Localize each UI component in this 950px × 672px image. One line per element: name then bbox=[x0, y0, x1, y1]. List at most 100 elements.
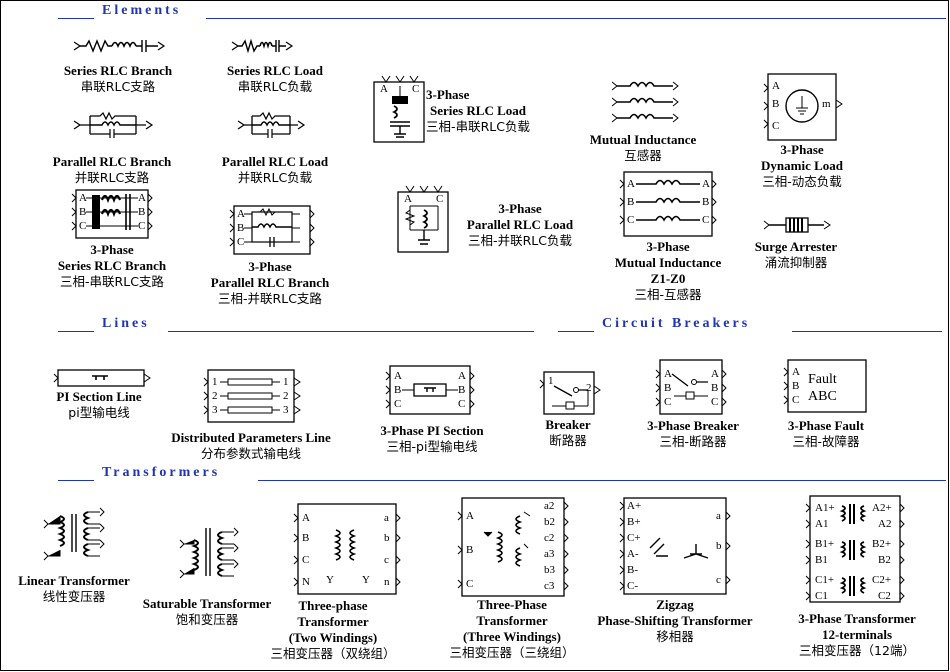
three-phase-mutual-inductance-block[interactable]: A B C A B C bbox=[619, 171, 717, 237]
three-phase-breaker-block[interactable]: A B C A B C bbox=[655, 359, 727, 415]
section-rule bbox=[168, 331, 534, 332]
port-b-label: B bbox=[394, 384, 402, 396]
port-a-label: A bbox=[79, 192, 87, 204]
port-m-label: m bbox=[822, 98, 831, 110]
port-b-label: B bbox=[664, 382, 672, 394]
linear-transformer-block[interactable] bbox=[42, 506, 108, 562]
breaker-block[interactable]: 1 2 bbox=[539, 371, 601, 415]
section-circuit-breakers: Circuit Breakers bbox=[602, 316, 751, 331]
port-b-label: B bbox=[458, 384, 466, 396]
port-b-minus-label: B- bbox=[627, 564, 638, 576]
port-b-label: B bbox=[711, 382, 719, 394]
three-phase-parallel-load-icon bbox=[397, 185, 449, 253]
parallel-rlc-branch-block[interactable] bbox=[73, 111, 154, 138]
port-c-label: C bbox=[466, 578, 474, 590]
three-phase-pi-section-block[interactable]: A B C A B C bbox=[385, 365, 475, 415]
port-c2-label: c2 bbox=[544, 532, 555, 544]
zigzag-transformer-block[interactable]: A+ B+ C+ A- B- C- a b c bbox=[619, 497, 731, 595]
y-connection-label: Y bbox=[362, 574, 370, 586]
port-a1-label: A1 bbox=[815, 518, 829, 530]
port-c2-plus-label: C2+ bbox=[872, 574, 892, 586]
three-phase-mutual-icon bbox=[619, 171, 717, 237]
port-a1-plus-label: A1+ bbox=[815, 502, 835, 514]
fault-icon-text: ABC bbox=[808, 389, 837, 404]
three-phase-fault-icon bbox=[783, 359, 867, 413]
port-a-label: a bbox=[716, 510, 721, 522]
port-c-label: c bbox=[384, 554, 389, 566]
port-c-label: C bbox=[138, 220, 146, 232]
distributed-parameters-line-block[interactable]: 1 2 3 1 2 3 bbox=[203, 369, 301, 423]
breaker-icon bbox=[539, 371, 601, 415]
section-rule bbox=[206, 18, 946, 19]
three-phase-parallel-rlc-branch-block[interactable]: A B C bbox=[229, 205, 315, 255]
three-phase-parallel-rlc-icon bbox=[229, 205, 315, 255]
port-n-label: N bbox=[302, 576, 310, 588]
series-rlc-branch-block[interactable] bbox=[73, 38, 166, 54]
port-a-label: a bbox=[384, 512, 389, 524]
port-c-label: C bbox=[394, 398, 402, 410]
port-c-label: C bbox=[702, 214, 710, 226]
parallel-rlc-icon bbox=[73, 111, 154, 138]
three-phase-series-load-icon bbox=[373, 75, 425, 143]
port-b-plus-label: B+ bbox=[627, 516, 641, 528]
dynamic-load-icon bbox=[763, 73, 843, 141]
port-a-label: A bbox=[394, 370, 402, 382]
port-c-label: c bbox=[716, 574, 721, 586]
three-phase-fault-block[interactable]: A B C Fault ABC bbox=[783, 359, 868, 413]
port-1-label: 1 bbox=[283, 376, 289, 388]
pi-section-line-block[interactable] bbox=[53, 369, 151, 387]
mutual-inductance-block[interactable] bbox=[611, 78, 679, 126]
port-a-label: A bbox=[711, 368, 719, 380]
three-phase-transformer-12-terminals-block[interactable]: A1+ A1 B1+ B1 C1+ C1 A2+ A2 B2+ B2 C2+ C… bbox=[805, 495, 905, 603]
port-c-label: C bbox=[792, 394, 800, 406]
port-b-label: B bbox=[302, 532, 310, 544]
port-a2-plus-label: A2+ bbox=[872, 502, 892, 514]
port-c-minus-label: C- bbox=[627, 580, 638, 592]
port-b3-label: b3 bbox=[544, 564, 555, 576]
three-phase-breaker-icon bbox=[655, 359, 727, 415]
port-c-label: C bbox=[664, 396, 672, 408]
port-a2-label: A2 bbox=[878, 518, 892, 530]
port-a-label: A bbox=[792, 366, 800, 378]
three-phase-series-rlc-branch-block[interactable]: A B C A B C bbox=[71, 189, 153, 239]
parallel-rlc-load-block[interactable] bbox=[237, 111, 306, 138]
series-rlc-load-block[interactable] bbox=[231, 38, 294, 54]
two-windings-icon bbox=[293, 503, 401, 595]
three-phase-dynamic-load-block[interactable]: A B C m bbox=[763, 73, 843, 141]
section-rule bbox=[58, 480, 94, 481]
port-a-minus-label: A- bbox=[627, 548, 639, 560]
three-phase-transformer-three-windings-block[interactable]: A B C a2 b2 c2 a3 b3 c3 bbox=[457, 497, 570, 597]
section-lines: Lines bbox=[102, 316, 150, 331]
port-c-label: C bbox=[302, 554, 310, 566]
port-c-label: C bbox=[79, 220, 87, 232]
three-phase-series-rlc-load-block[interactable]: A C bbox=[372, 75, 426, 143]
saturable-transformer-block[interactable] bbox=[178, 526, 242, 582]
three-phase-transformer-two-windings-block[interactable]: A B C N a b c n Y Y bbox=[293, 503, 402, 595]
port-a-label: A bbox=[466, 510, 474, 522]
three-phase-parallel-rlc-load-block[interactable]: A C bbox=[396, 185, 450, 253]
port-b-label: b bbox=[384, 532, 390, 544]
port-b-label: B bbox=[792, 380, 800, 392]
section-rule bbox=[558, 331, 594, 332]
section-elements: Elements bbox=[102, 3, 182, 18]
port-c-label: C bbox=[412, 83, 420, 95]
port-b-label: B bbox=[79, 206, 87, 218]
surge-arrester-block[interactable] bbox=[763, 216, 831, 234]
port-a-label: A bbox=[138, 192, 146, 204]
port-3-label: 3 bbox=[212, 404, 218, 416]
port-a-label: A bbox=[664, 368, 672, 380]
port-c-label: C bbox=[458, 398, 466, 410]
